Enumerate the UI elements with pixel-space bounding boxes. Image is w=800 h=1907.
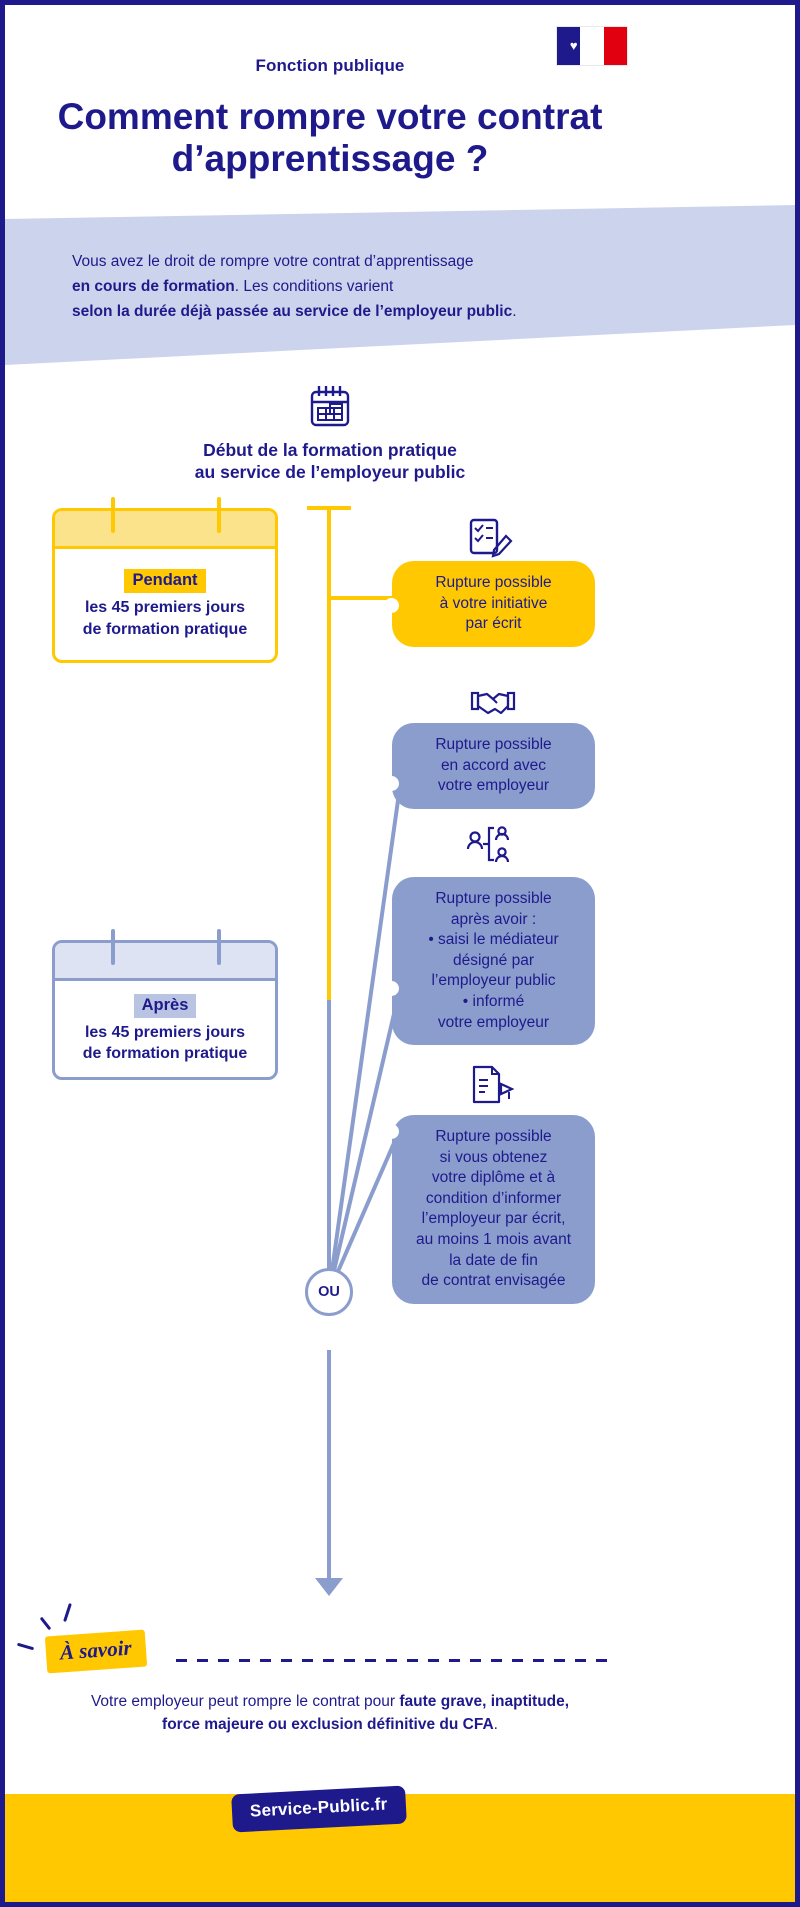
connector-dot (384, 1124, 399, 1139)
note-text-bold: faute grave, inaptitude, force majeure o… (162, 1693, 570, 1734)
page-border-bottom (0, 1902, 800, 1907)
period-line-1: les 45 premiers jours (84, 599, 246, 617)
outcome-bubble-mediateur: Rupture possible après avoir : • saisi l… (384, 877, 595, 1046)
period-card-apres: Après les 45 premiers jours de formation… (52, 929, 278, 1080)
intro-line-2-bold: en cours de formation (72, 278, 235, 296)
note-text-plain: Votre employeur peut rompre le contrat p… (90, 1693, 400, 1710)
page-border-top (0, 0, 800, 5)
intro-line-3-rest: . (512, 303, 517, 321)
outcome-bubble-initiative: Rupture possible à votre initiative par … (384, 561, 595, 647)
outcome-line-3: votre employeur (437, 777, 550, 795)
outcome-line-2: après avoir : (450, 910, 537, 928)
outcome-bullet-2-cont: votre employeur (437, 1013, 550, 1031)
timeline-arrow-head (315, 1578, 343, 1596)
marianne-glyph: ♥ (569, 38, 578, 54)
page-border-right (795, 0, 800, 1907)
outcome-line-4: condition d’informer (425, 1189, 562, 1207)
outcome-line-1: Rupture possible (435, 1128, 552, 1145)
start-title-line-1: Début de la formation pratique (203, 440, 457, 460)
intro-line-2-rest: . Les conditions varient (234, 278, 394, 296)
mediation-people-icon (466, 826, 510, 863)
outcome-line-3: votre diplôme et à (431, 1169, 556, 1187)
outcome-line-7: la date de fin (449, 1251, 538, 1269)
connector-dot (384, 776, 399, 791)
outcome-line-2: à votre initiative (439, 594, 548, 612)
junction-ou-node: OU (305, 1268, 353, 1316)
outcome-line-8: de contrat envisagée (421, 1272, 566, 1290)
outcome-line-6: au moins 1 mois avant (415, 1231, 572, 1249)
sparkle-line-3 (16, 1642, 35, 1651)
intro-text: Vous avez le droit de rompre votre contr… (72, 249, 672, 324)
period-line-1-apres: les 45 premiers jours (84, 1023, 246, 1041)
outcome-bubble-accord: Rupture possible en accord avec votre em… (384, 723, 595, 809)
sparkle-line-2 (39, 1616, 52, 1631)
calendar-icon (310, 386, 350, 427)
note-dashed-rule (176, 1659, 612, 1662)
outcome-line-1: Rupture possible (435, 890, 552, 907)
outcome-line-3: par écrit (465, 615, 522, 633)
timeline-start-title: Début de la formation pratique au servic… (130, 440, 530, 484)
period-card-body-apres: Après les 45 premiers jours de formation… (55, 981, 275, 1077)
outcome-line-1: Rupture possible (435, 574, 552, 591)
timeline-spine-after-lower (327, 1350, 331, 1585)
period-card-body: Pendant les 45 premiers jours de formati… (55, 549, 275, 660)
outcome-bullet-2: • informé (462, 993, 525, 1011)
calendar-ring-right-apres (217, 929, 221, 965)
diploma-document-icon (472, 1065, 514, 1104)
outcome-bullet-1-cont-a: désigné par (452, 951, 534, 969)
period-card-header (55, 497, 275, 549)
period-card-pendant: Pendant les 45 premiers jours de formati… (52, 497, 278, 663)
period-card-header-apres (55, 929, 275, 981)
outcome-line-5: l’employeur par écrit, (421, 1210, 566, 1228)
start-title-line-2: au service de l’employeur public (194, 461, 466, 482)
connector-dot (384, 981, 399, 996)
sparkle-line-1 (63, 1603, 72, 1622)
eyebrow-label: Fonction publique (255, 56, 405, 75)
connector-dot (384, 598, 399, 613)
outcome-bullet-1: • saisi le médiateur (428, 931, 559, 949)
note-badge: À savoir (44, 1629, 147, 1674)
timeline-spine-after-upper (327, 1000, 331, 1292)
calendar-ring-left-apres (111, 929, 115, 965)
period-line-2-apres: de formation pratique (82, 1045, 248, 1062)
outcome-line-2: en accord avec (440, 756, 547, 774)
outcome-line-1: Rupture possible (435, 736, 552, 753)
outcome-bullet-1-cont-b: l’employeur public (431, 972, 556, 990)
outcome-line-2: si vous obtenez (439, 1148, 548, 1166)
calendar-ring-left (111, 497, 115, 533)
timeline-spine-during (327, 508, 331, 1000)
page-border-left (0, 0, 5, 1907)
outcome-bubble-diplome: Rupture possible si vous obtenez votre d… (384, 1115, 595, 1304)
period-line-2: de formation pratique (82, 620, 248, 638)
period-chip-apres: Après (133, 993, 197, 1018)
intro-line-1: Vous avez le droit de rompre votre contr… (72, 253, 474, 270)
note-text: Votre employeur peut rompre le contrat p… (70, 1690, 590, 1737)
intro-line-3-bold: selon la durée déjà passée au service de… (72, 303, 513, 321)
page-title: Comment rompre votre contrat d’apprentis… (57, 96, 603, 179)
note-text-end: . (493, 1716, 498, 1734)
period-chip-pendant: Pendant (124, 569, 206, 594)
calendar-ring-right (217, 497, 221, 533)
checklist-pen-icon (469, 518, 513, 558)
handshake-icon (470, 691, 516, 715)
french-flag-icon: ♥ (556, 26, 628, 66)
